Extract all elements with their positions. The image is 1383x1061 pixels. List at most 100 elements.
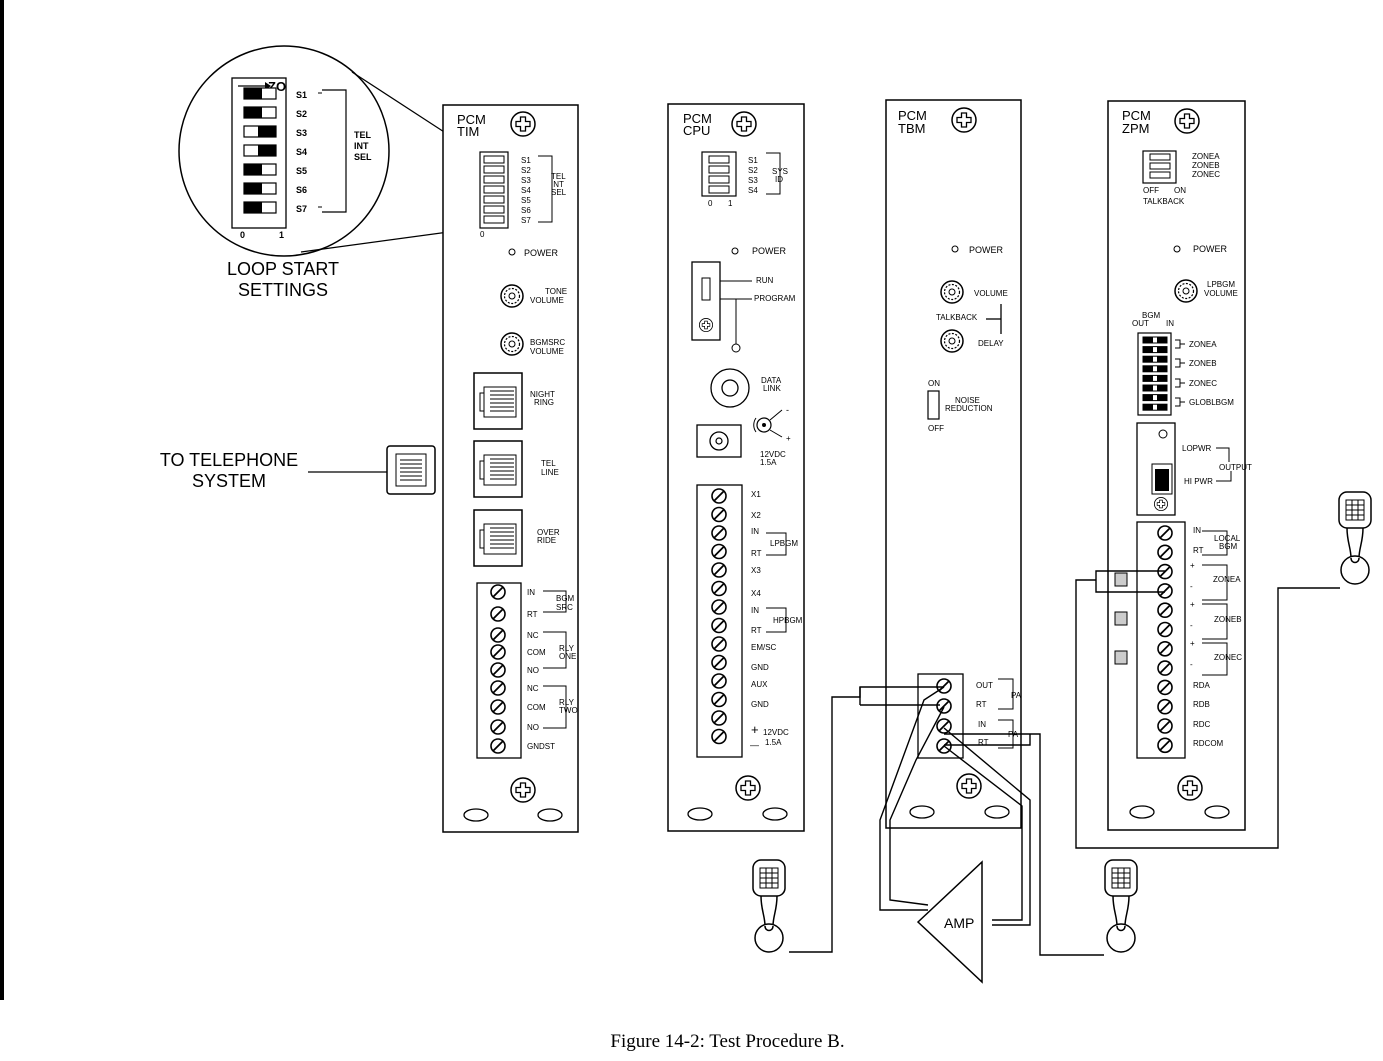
zpm-bgm-dip-1[interactable]: [1142, 336, 1168, 344]
tbm-slot-left: [909, 805, 935, 819]
tim-terminal-screw-8[interactable]: [490, 719, 506, 735]
tim-night-ring-jack[interactable]: [473, 372, 523, 430]
zpm-bgm-group-globlbgm: GLOBLBGM: [1189, 398, 1234, 407]
cpu-switch-screw-icon: [698, 317, 714, 333]
cpu-dip-s1[interactable]: [708, 155, 730, 164]
cpu-terminal-screw-7[interactable]: [711, 599, 727, 615]
tim-slot-right: [537, 808, 563, 822]
cpu-dip-s3[interactable]: [708, 175, 730, 184]
cpu-id-label: ID: [775, 175, 783, 184]
loop-start-switch-s4[interactable]: [243, 144, 277, 157]
zpm-terminal-screw-9[interactable]: [1157, 679, 1173, 696]
cpu-run-label: RUN: [756, 276, 774, 285]
tim-tel-line-jack[interactable]: [473, 440, 523, 498]
loop-start-switch-s1[interactable]: [243, 87, 277, 100]
zpm-bgm-group-zonec: ZONEC: [1189, 379, 1217, 388]
zpm-terminal-screw-4[interactable]: [1157, 583, 1173, 599]
tim-dip-s5[interactable]: [483, 195, 505, 204]
cpu-terminal-screw-4[interactable]: [711, 543, 727, 560]
tbm-terminal-screw-3[interactable]: [936, 718, 952, 734]
zpm-terminal-screw-12[interactable]: [1157, 737, 1173, 754]
tim-dip-s4[interactable]: [483, 185, 505, 194]
cpu-terminal-screw-10[interactable]: [711, 654, 727, 671]
cpu-terminal-label-1: X1: [751, 490, 761, 499]
tim-terminal-screw-4[interactable]: [490, 644, 506, 660]
tim-tone-volume-knob[interactable]: [500, 284, 524, 308]
zpm-terminal-screw-10[interactable]: [1157, 698, 1173, 715]
tim-terminal-label-7: COM: [527, 703, 546, 712]
cpu-data-link-connector[interactable]: [710, 368, 750, 408]
loop-start-scale-0: 0: [240, 230, 245, 240]
zpm-terminal-screw-7[interactable]: [1157, 640, 1173, 657]
tim-bgmsrc-volume-knob[interactable]: [500, 332, 524, 356]
cpu-terminal-label-14: 1.5A: [765, 738, 782, 747]
tim-terminal-screw-1[interactable]: [490, 584, 506, 600]
to-telephone-line2: SYSTEM: [192, 471, 266, 491]
cpu-terminal-screw-13[interactable]: [711, 710, 727, 726]
zpm-bgm-dip-7[interactable]: [1142, 394, 1168, 402]
tim-terminal-screw-6[interactable]: [490, 680, 506, 696]
zpm-terminal-screw-11[interactable]: [1157, 718, 1173, 734]
tim-dip-s2[interactable]: [483, 165, 505, 174]
cpu-terminal-screw-12[interactable]: [711, 691, 727, 708]
cpu-terminal-screw-5[interactable]: [711, 562, 727, 578]
tim-dip-s3[interactable]: [483, 175, 505, 184]
cpu-terminal-screw-1[interactable]: [711, 488, 727, 504]
loop-start-group-int: INT: [354, 141, 369, 151]
tbm-terminal-screw-2[interactable]: [936, 698, 952, 714]
tim-terminal-screw-5[interactable]: [490, 662, 506, 678]
loop-start-switch-s5[interactable]: [243, 163, 277, 176]
cpu-terminal-screw-11[interactable]: [711, 673, 727, 689]
loop-start-switch-s3[interactable]: [243, 125, 277, 138]
zpm-lpbgm-volume-knob[interactable]: [1174, 279, 1198, 303]
zpm-terminal-screw-1[interactable]: [1157, 525, 1173, 541]
tim-terminal-label-6: NC: [527, 684, 539, 693]
cpu-slot-left: [687, 807, 713, 821]
loop-start-switch-s2[interactable]: [243, 106, 277, 119]
tbm-power-label: POWER: [969, 245, 1004, 255]
loop-start-switch-s7[interactable]: [243, 201, 277, 214]
tim-terminal-screw-7[interactable]: [490, 699, 506, 715]
zpm-bgm-dip-4[interactable]: [1142, 365, 1168, 373]
zpm-terminal-screw-8[interactable]: [1157, 660, 1173, 676]
cpu-terminal-screw-6[interactable]: [711, 580, 727, 597]
cpu-dip-s4[interactable]: [708, 185, 730, 194]
zpm-bgm-dip-2[interactable]: [1142, 346, 1168, 354]
cpu-terminal-screw-3[interactable]: [711, 525, 727, 541]
tbm-delay-knob[interactable]: [940, 329, 964, 353]
tim-terminal-screw-2[interactable]: [490, 606, 506, 622]
cpu-polarity-icon: [753, 409, 783, 438]
cpu-terminal-screw-9[interactable]: [711, 636, 727, 652]
tim-terminal-screw-9[interactable]: [490, 738, 506, 754]
cpu-terminal-screw-8[interactable]: [711, 617, 727, 634]
zpm-bgm-dip-5[interactable]: [1142, 374, 1168, 382]
zpm-bgm-dip-8[interactable]: [1142, 403, 1168, 411]
cpu-terminal-screw-2[interactable]: [711, 506, 727, 523]
loop-start-switch-s6[interactable]: [243, 182, 277, 195]
tim-one-label: ONE: [559, 652, 576, 661]
tim-terminal-screw-3[interactable]: [490, 627, 506, 643]
cpu-dc-jack[interactable]: [696, 424, 742, 458]
tim-dip-s7[interactable]: [483, 215, 505, 224]
zpm-bgm-dip-6[interactable]: [1142, 384, 1168, 392]
zpm-talkback-dip-3[interactable]: [1149, 171, 1171, 179]
zpm-terminal-screw-6[interactable]: [1157, 621, 1173, 638]
cpu-dip-label-s2: S2: [748, 166, 758, 175]
zpm-power-label: POWER: [1193, 244, 1228, 254]
zpm-talkback-dip-1[interactable]: [1149, 153, 1171, 161]
tim-terminal-label-9: GNDST: [527, 742, 555, 751]
zpm-bgm-dip-3[interactable]: [1142, 355, 1168, 363]
cpu-power-label: POWER: [752, 246, 787, 256]
tim-override-jack[interactable]: [473, 509, 523, 567]
tim-power-label: POWER: [524, 248, 559, 258]
zpm-terminal-screw-2[interactable]: [1157, 544, 1173, 561]
tim-title-tim: TIM: [457, 124, 479, 139]
tim-dip-s6[interactable]: [483, 205, 505, 214]
zpm-terminal-screw-5[interactable]: [1157, 602, 1173, 619]
zpm-talkback-dip-2[interactable]: [1149, 162, 1171, 170]
cpu-dip-s2[interactable]: [708, 165, 730, 174]
tim-dip-s1[interactable]: [483, 155, 505, 164]
tbm-noise-reduction-switch[interactable]: [927, 390, 940, 420]
tbm-volume-knob[interactable]: [940, 280, 964, 304]
cpu-terminal-screw-14[interactable]: [711, 728, 727, 745]
